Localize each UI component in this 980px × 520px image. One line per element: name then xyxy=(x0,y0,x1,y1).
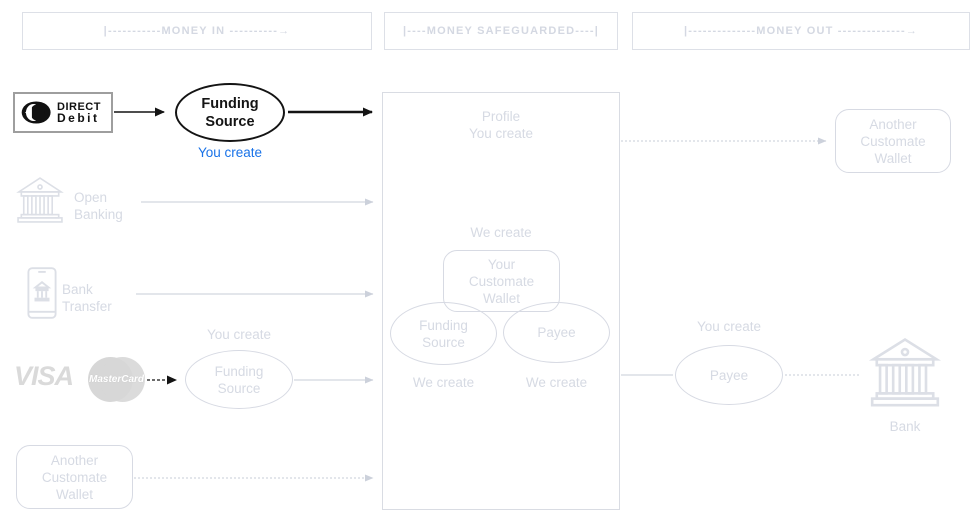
mastercard-wordmark: MasterCard xyxy=(88,374,145,385)
open-banking-node: Open Banking xyxy=(74,189,123,223)
payee-inner-annotation: We create xyxy=(525,375,588,390)
funding-source-card-line2: Source xyxy=(217,380,261,396)
lane-header-money-in-label: |-----------MONEY IN ----------→ xyxy=(103,25,291,37)
lane-header-money-safeguarded: |----MONEY SAFEGUARDED----| xyxy=(384,12,618,50)
bank-transfer-phone-icon xyxy=(27,267,57,319)
wallet-in-line1: Another xyxy=(50,452,99,468)
open-banking-bank-icon xyxy=(16,177,64,223)
wallet-out-line2: Customate xyxy=(860,133,926,149)
wallet-we-create-annotation: We create xyxy=(470,225,532,240)
funding-source-card-line1: Funding xyxy=(214,363,264,379)
lane-header-money-out-label: |--------------MONEY OUT --------------→ xyxy=(683,25,919,37)
mastercard-circle-right xyxy=(100,357,145,402)
direct-debit-line2: Debit xyxy=(57,110,100,125)
payee-out-label: Payee xyxy=(709,367,749,383)
profile-line2: You create xyxy=(468,126,534,141)
payee-out-annotation: You create xyxy=(696,319,762,334)
funding-source-active-line1: Funding xyxy=(201,95,259,112)
bank-transfer-line1: Bank xyxy=(62,282,93,297)
another-customate-wallet-in-node: Another Customate Wallet xyxy=(16,445,133,509)
wallet-out-line1: Another xyxy=(869,116,917,132)
profile-line1: Profile xyxy=(481,109,521,124)
payee-inner-label: Payee xyxy=(537,325,576,340)
funding-source-active-node: Funding Source xyxy=(175,83,285,142)
bank-label: Bank xyxy=(889,419,921,434)
wallet-out-line3: Wallet xyxy=(874,150,912,166)
funding-source-inner-annotation: We create xyxy=(412,375,475,390)
bank-icon xyxy=(868,338,942,407)
funding-source-inner-node: Funding Source xyxy=(390,302,497,365)
lane-header-money-out: |--------------MONEY OUT --------------→ xyxy=(632,12,970,50)
your-wallet-line2: Customate xyxy=(468,273,535,289)
funding-source-active-line2: Source xyxy=(205,113,255,130)
direct-debit-wordmark: DIRECT Debit xyxy=(57,100,101,125)
bank-transfer-node: Bank Transfer xyxy=(62,281,112,315)
your-wallet-line1: Your xyxy=(487,256,516,272)
direct-debit-node: DIRECT Debit xyxy=(13,92,113,133)
wallet-in-line3: Wallet xyxy=(55,486,93,502)
funding-source-card-annotation: You create xyxy=(206,327,272,342)
funding-source-inner-line1: Funding xyxy=(419,317,468,333)
mastercard-logo: MasterCard xyxy=(88,357,145,402)
direct-debit-line1: DIRECT xyxy=(57,100,101,113)
funding-source-card-node: Funding Source xyxy=(185,350,293,409)
another-customate-wallet-out-node: Another Customate Wallet xyxy=(835,109,951,173)
open-banking-line1: Open xyxy=(74,190,108,205)
funding-source-active-annotation: You create xyxy=(197,145,263,160)
payee-out-node: Payee xyxy=(675,345,783,405)
lane-header-money-safeguarded-label: |----MONEY SAFEGUARDED----| xyxy=(402,25,599,37)
your-customate-wallet-node: Your Customate Wallet xyxy=(443,250,560,312)
payee-inner-node: Payee xyxy=(503,302,610,363)
wallet-in-line2: Customate xyxy=(41,469,108,485)
profile-label: Profile You create xyxy=(382,108,620,142)
lane-header-money-in: |-----------MONEY IN ----------→ xyxy=(22,12,372,50)
funding-source-inner-line2: Source xyxy=(422,334,465,350)
visa-logo: VISA xyxy=(14,361,74,391)
bank-transfer-line2: Transfer xyxy=(62,299,112,314)
open-banking-line2: Banking xyxy=(74,207,123,222)
direct-debit-mark-icon xyxy=(21,101,51,124)
profile-container-node xyxy=(382,92,620,510)
your-wallet-line3: Wallet xyxy=(482,290,520,306)
